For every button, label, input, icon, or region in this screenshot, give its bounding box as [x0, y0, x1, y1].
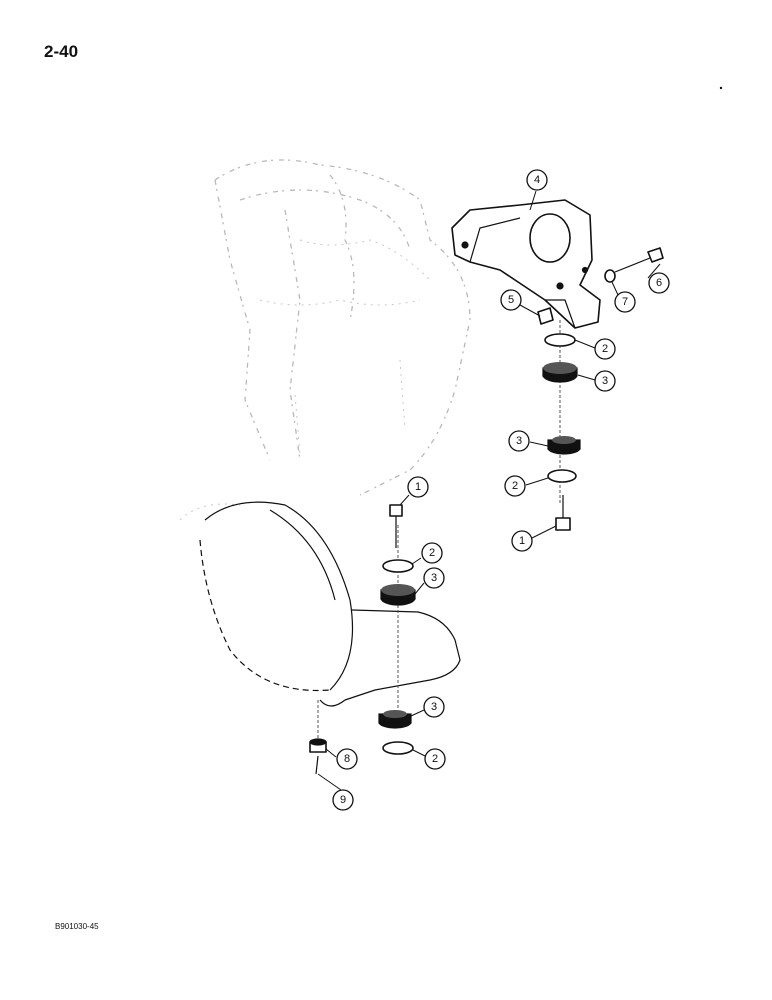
callout-3-lower-left: 3 [423, 696, 445, 718]
bracket-lock-washer [604, 269, 616, 283]
stray-mark [719, 86, 723, 90]
callout-7: 7 [614, 291, 636, 313]
transmission-housing [199, 501, 461, 707]
page-number: 2-40 [44, 42, 79, 61]
svg-text:6: 6 [656, 277, 662, 289]
callout-3-upper-right: 3 [594, 370, 616, 392]
callout-6: 6 [648, 272, 670, 294]
bracket-bolt [614, 247, 664, 273]
mount-bolt-left [389, 504, 403, 548]
callout-2-upper-left: 2 [421, 542, 443, 564]
svg-text:9: 9 [340, 794, 346, 806]
engine-mount-bracket [451, 199, 601, 329]
flat-washer-lower-left [382, 741, 414, 755]
svg-text:2: 2 [602, 343, 608, 355]
callout-2-upper-right: 2 [594, 338, 616, 360]
callout-2-lower-left: 2 [424, 748, 446, 770]
callout-2-lower-right: 2 [504, 475, 526, 497]
svg-text:5: 5 [508, 294, 514, 306]
callout-1-left: 1 [407, 476, 429, 498]
svg-text:8: 8 [344, 753, 350, 765]
svg-text:2: 2 [432, 753, 438, 765]
flat-washer-lower-right [547, 469, 577, 483]
mount-bolt-right [555, 495, 571, 531]
flat-washer-upper-right [544, 333, 576, 347]
rubber-isolator-upper-left [380, 584, 416, 606]
callout-1-right: 1 [511, 530, 533, 552]
svg-text:3: 3 [431, 701, 437, 713]
drain-pin [315, 755, 319, 775]
svg-text:3: 3 [602, 375, 608, 387]
callout-3-lower-right: 3 [508, 430, 530, 452]
figure-reference-code: B901030-45 [55, 922, 99, 931]
drain-plug [309, 738, 327, 753]
svg-text:3: 3 [431, 572, 437, 584]
rubber-isolator-lower-right [547, 436, 581, 455]
rubber-isolator-upper-right [542, 362, 578, 383]
callout-9: 9 [332, 789, 354, 811]
svg-text:2: 2 [512, 480, 518, 492]
callout-4: 4 [526, 169, 548, 191]
svg-text:7: 7 [622, 296, 628, 308]
spacer-sleeve [537, 307, 554, 325]
svg-text:1: 1 [415, 481, 421, 493]
flat-washer-upper-left [382, 559, 414, 573]
ghost-engine-outline [179, 159, 471, 521]
svg-text:2: 2 [429, 547, 435, 559]
callout-5: 5 [500, 289, 522, 311]
callout-leaders [317, 190, 661, 791]
svg-text:4: 4 [534, 174, 540, 186]
rubber-isolator-lower-left [378, 710, 412, 729]
svg-text:3: 3 [516, 435, 522, 447]
svg-text:1: 1 [519, 535, 525, 547]
callout-8: 8 [336, 748, 358, 770]
callout-3-upper-left: 3 [423, 567, 445, 589]
